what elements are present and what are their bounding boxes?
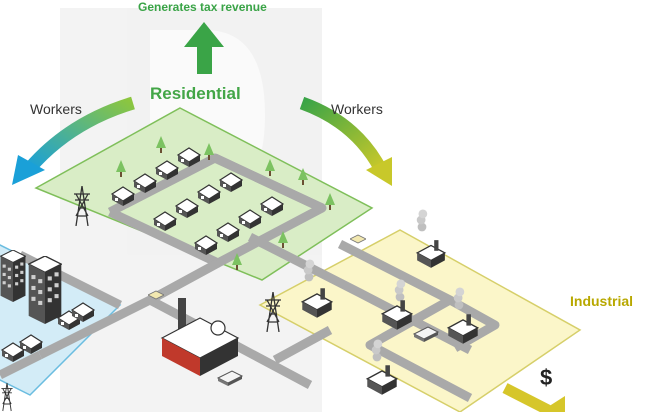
- workers-left-label: Workers: [30, 101, 82, 117]
- industrial-label: Industrial: [570, 293, 634, 309]
- smoke-icon: [416, 209, 428, 232]
- tax-revenue-arrow: [184, 22, 224, 74]
- money-arrow: [502, 383, 565, 415]
- apartment-tower-icon: [0, 250, 26, 302]
- power-plant: [160, 298, 240, 376]
- apartment-tower-icon: [28, 256, 62, 324]
- workers-left-arrow: [12, 96, 135, 185]
- residential-label: Residential: [150, 84, 241, 103]
- tax-revenue-label: Generates tax revenue: [138, 0, 267, 14]
- workers-right-arrow: [299, 96, 392, 186]
- car-icon: [350, 234, 366, 244]
- workers-right-label: Workers: [331, 101, 383, 117]
- money-symbol: $: [540, 365, 553, 390]
- power-pylon-icon: [0, 382, 14, 412]
